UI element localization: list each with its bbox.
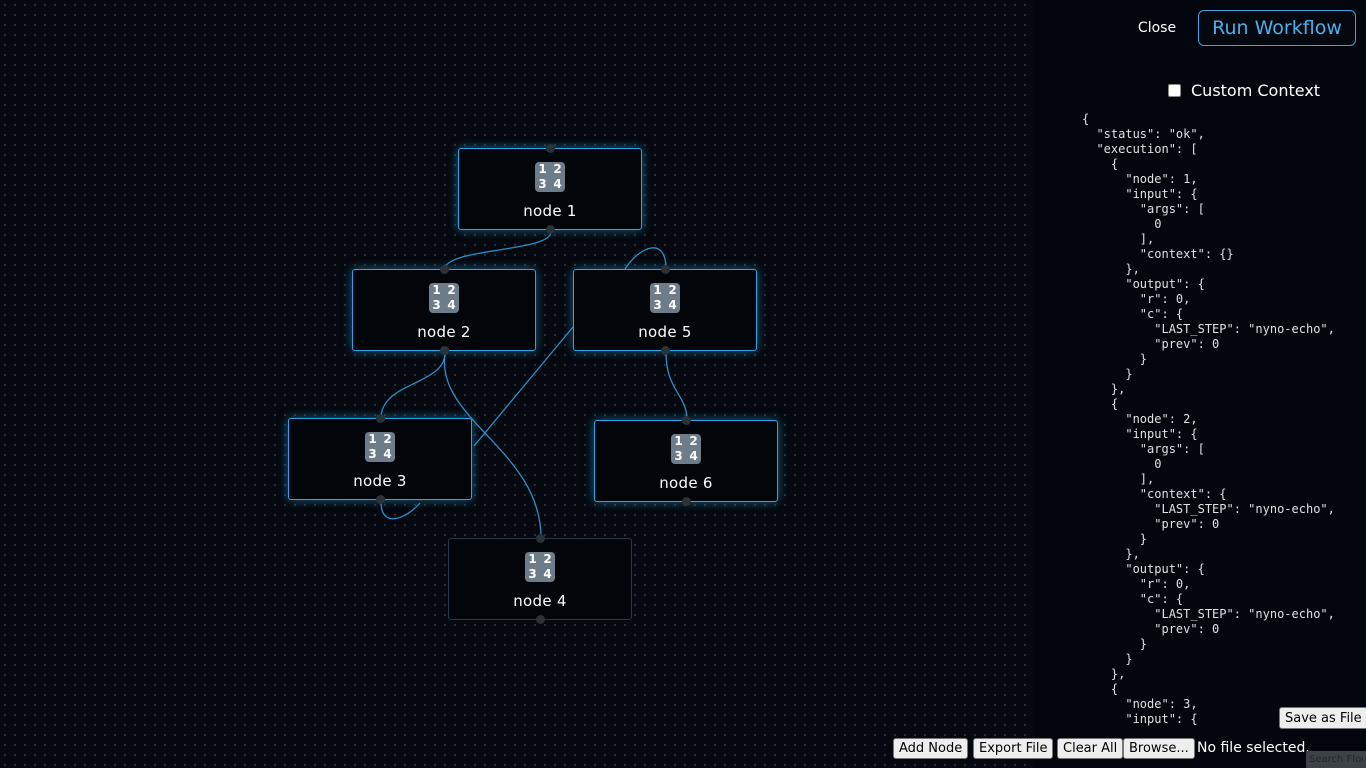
export-file-button[interactable]: Export File [973,738,1054,759]
execution-output[interactable]: { "status": "ok", "execution": [ { "node… [1082,112,1335,726]
output-panel [1034,0,1366,768]
node-label: node 4 [513,592,567,610]
file-status: No file selected. [1197,740,1310,756]
output-port[interactable] [681,497,691,506]
output-port[interactable] [375,495,385,504]
edge-node2-node3 [380,352,446,419]
output-port[interactable] [545,225,555,234]
search-flow-input[interactable] [1306,751,1366,768]
node-label: node 3 [353,472,407,490]
run-workflow-button[interactable]: Run Workflow [1198,10,1356,46]
input-port[interactable] [535,534,545,543]
node-label: node 6 [659,474,713,492]
clear-all-button[interactable]: Clear All [1057,738,1124,759]
add-node-button[interactable]: Add Node [893,738,969,759]
input-port[interactable] [375,414,385,423]
edges-layer [380,231,688,539]
output-port[interactable] [439,346,449,355]
output-port[interactable] [535,615,545,624]
save-as-file-button[interactable]: Save as File [1279,707,1366,729]
edge-node5-node6 [665,352,688,421]
browse-button[interactable]: Browse... [1123,738,1195,759]
close-button[interactable]: Close [1130,16,1184,40]
input-port[interactable] [660,265,670,274]
edge-node5-loop [624,247,667,270]
input-port[interactable] [681,416,691,425]
input-port[interactable] [545,144,555,153]
input-port[interactable] [439,265,449,274]
edge-node3-loop [380,501,421,520]
output-port[interactable] [660,346,670,355]
edge-node1-node2 [444,231,552,270]
custom-context-label: Custom Context [1191,80,1321,100]
custom-context-checkbox[interactable] [1168,83,1181,97]
node-label: node 5 [638,323,692,341]
custom-context-toggle[interactable]: Custom Context [1166,79,1320,101]
node-label: node 1 [523,202,577,220]
node-label: node 2 [417,323,471,341]
